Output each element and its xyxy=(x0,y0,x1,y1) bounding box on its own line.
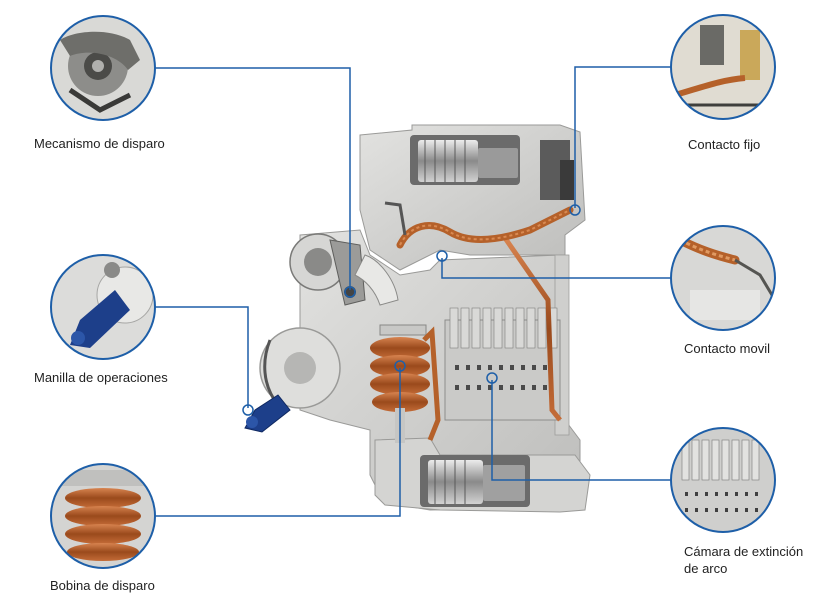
label-arc-chamber: Cámara de extinción de arco xyxy=(684,544,804,576)
callout-moving-contact xyxy=(670,225,776,331)
operating-handle xyxy=(244,327,341,433)
trip-mechanism xyxy=(289,233,399,306)
leader-dot-moving-contact xyxy=(436,250,448,262)
leader-operating-handle xyxy=(155,306,249,408)
label-moving-contact: Contacto movil xyxy=(684,341,770,356)
top-terminal xyxy=(410,135,574,200)
label-trip-coil: Bobina de disparo xyxy=(50,578,155,593)
leader-fixed-contact xyxy=(574,66,671,208)
leader-dot-trip-mechanism xyxy=(344,286,356,298)
label-fixed-contact: Contacto fijo xyxy=(688,137,761,152)
callout-fixed-contact xyxy=(670,14,776,120)
leader-dot-fixed-contact xyxy=(569,204,581,216)
bottom-terminal xyxy=(420,455,530,507)
leader-dot-arc-chamber xyxy=(486,372,498,384)
leader-trip-mechanism xyxy=(155,67,351,290)
callout-trip-coil xyxy=(50,463,156,569)
leader-trip-coil xyxy=(155,368,401,517)
callout-trip-mechanism xyxy=(50,15,156,121)
arc-chamber xyxy=(444,236,562,422)
leader-dot-operating-handle xyxy=(242,404,254,416)
label-operating-handle: Manilla de operaciones xyxy=(34,370,168,385)
leader-arc-chamber xyxy=(491,380,671,481)
leader-moving-contact xyxy=(441,258,671,279)
label-trip-mechanism: Mecanismo de disparo xyxy=(34,136,165,151)
callout-arc-chamber xyxy=(670,427,776,533)
leader-dot-trip-coil xyxy=(394,360,406,372)
copper-braid xyxy=(384,201,574,249)
leader-lines xyxy=(155,66,671,517)
callout-operating-handle xyxy=(50,254,156,360)
